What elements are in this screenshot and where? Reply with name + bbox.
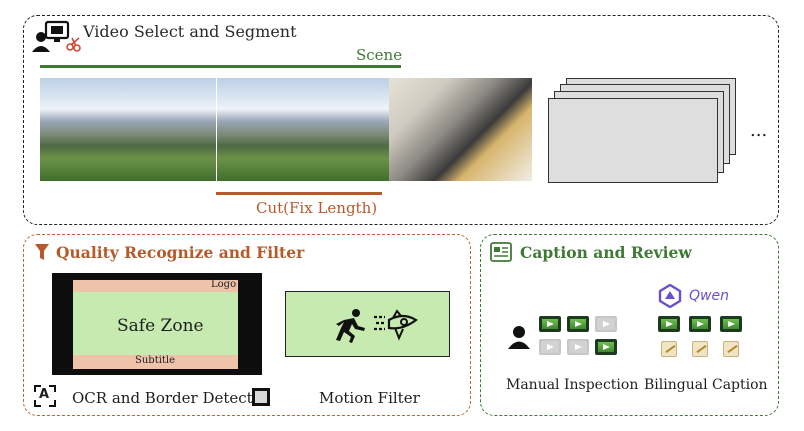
ocr-label: OCR and Border Detect — [72, 389, 253, 407]
motion-box — [285, 291, 450, 357]
note-icon — [692, 341, 708, 357]
video-frame-mountain-2 — [216, 78, 402, 181]
document-icon — [490, 242, 512, 262]
caption-title: Caption and Review — [520, 243, 692, 262]
film-icon — [567, 316, 589, 332]
note-icon — [723, 341, 739, 357]
person-icon — [508, 326, 530, 349]
manual-inspection-label: Manual Inspection — [506, 377, 639, 393]
film-icon — [658, 316, 680, 332]
qwen-logo-icon — [658, 284, 682, 308]
film-icon — [567, 339, 589, 355]
note-icon — [661, 341, 677, 357]
bilingual-caption-label: Bilingual Caption — [644, 377, 768, 393]
scene-bar — [40, 65, 401, 68]
film-icon — [539, 316, 561, 332]
logo-band — [73, 280, 238, 292]
ocr-icon: A — [34, 385, 56, 407]
film-icon — [595, 339, 617, 355]
quality-filter-panel — [23, 234, 471, 416]
user-monitor-icon — [32, 20, 70, 52]
video-frame-indoor — [389, 78, 532, 181]
ocr-icon-letter: A — [39, 387, 50, 402]
film-icon — [595, 316, 617, 332]
border-icon — [252, 388, 270, 406]
quality-title: Quality Recognize and Filter — [56, 243, 305, 262]
frame-card — [548, 98, 718, 183]
subtitle-label: Subtitle — [135, 355, 176, 366]
subtitle-band — [73, 355, 238, 369]
safe-zone — [73, 292, 238, 355]
video-select-panel — [23, 15, 779, 225]
caption-review-panel — [480, 234, 779, 416]
motion-label: Motion Filter — [319, 389, 420, 407]
scene-label: Scene — [356, 46, 403, 64]
video-frame-mountain-1 — [40, 78, 225, 181]
cut-bar — [216, 192, 382, 195]
qwen-brand: Qwen — [689, 288, 729, 304]
logo-label: Logo — [211, 279, 237, 290]
video-select-title: Video Select and Segment — [83, 22, 297, 41]
film-icon — [689, 316, 711, 332]
cut-label: Cut(Fix Length) — [256, 199, 378, 217]
film-icon — [720, 316, 742, 332]
rocket-icon — [374, 309, 418, 341]
scissors-icon — [66, 37, 81, 52]
film-icon — [539, 339, 561, 355]
funnel-icon — [35, 244, 49, 260]
safe-zone-label: Safe Zone — [117, 316, 204, 336]
runner-icon — [336, 309, 365, 343]
more-ellipsis: ... — [750, 120, 768, 141]
